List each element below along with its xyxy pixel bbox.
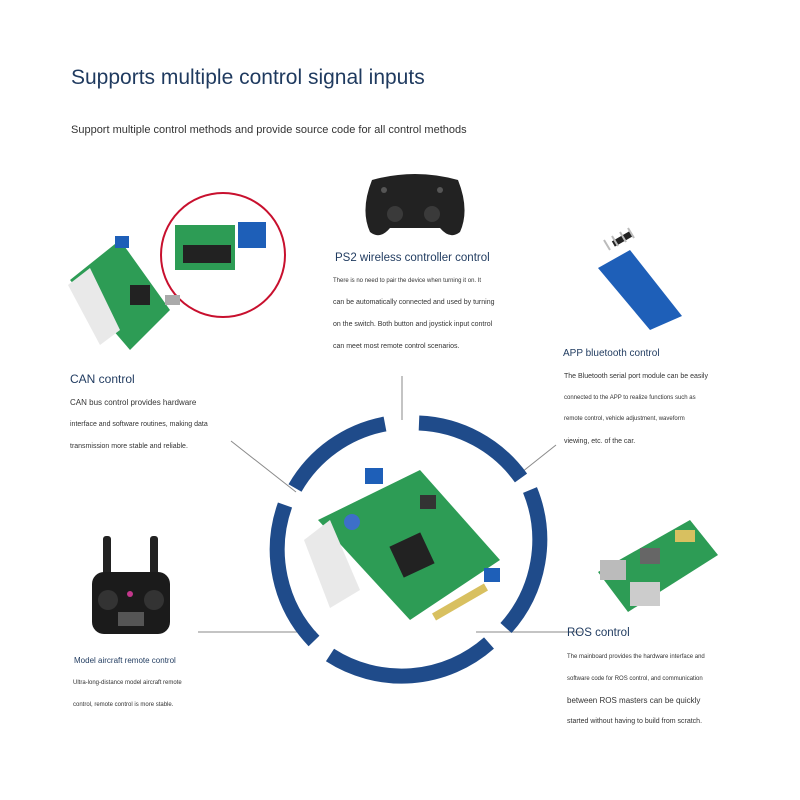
app-desc-line: viewing, etc. of the car. — [564, 438, 636, 445]
model-desc-line: control, remote control is more stable. — [73, 702, 174, 708]
page-title: Supports multiple control signal inputs — [71, 66, 425, 89]
ros-desc-line: between ROS masters can be quickly — [567, 696, 701, 705]
model-desc-line: Ultra-long-distance model aircraft remot… — [73, 680, 182, 686]
can-desc-line: interface and software routines, making … — [70, 421, 208, 428]
main-board-icon — [304, 468, 500, 621]
ps2-desc-line: on the switch. Both button and joystick … — [333, 321, 493, 328]
can-desc-line: CAN bus control provides hardware — [70, 398, 197, 407]
ps2-section-title: PS2 wireless controller control — [335, 252, 490, 264]
model-section-title: Model aircraft remote control — [74, 656, 176, 665]
app-desc-line: connected to the APP to realize function… — [564, 395, 696, 401]
app-section-title: APP bluetooth control — [563, 348, 660, 359]
ros-desc-line: The mainboard provides the hardware inte… — [567, 654, 705, 660]
app-desc-line: remote control, vehicle adjustment, wave… — [564, 416, 685, 422]
ros-desc-line: started without having to build from scr… — [567, 718, 703, 725]
can-desc-line: transmission more stable and reliable. — [70, 443, 188, 450]
bluetooth-module-icon — [598, 227, 682, 330]
app-desc-line: The Bluetooth serial port module can be … — [564, 373, 708, 380]
page-subtitle: Support multiple control methods and pro… — [71, 124, 467, 136]
rc-transmitter-icon — [92, 536, 170, 634]
can-section-title: CAN control — [70, 372, 135, 386]
ps2-desc-line: can be automatically connected and used … — [333, 299, 495, 306]
ps2-desc-line: There is no need to pair the device when… — [333, 278, 482, 284]
ros-section-title: ROS control — [567, 627, 630, 639]
raspberry-pi-icon — [598, 520, 718, 612]
gamepad-icon — [365, 174, 465, 236]
center-ring — [269, 415, 548, 684]
can-board-icon — [68, 192, 286, 350]
ros-desc-line: software code for ROS control, and commu… — [567, 676, 703, 682]
ps2-desc-line: can meet most remote control scenarios. — [333, 343, 460, 350]
